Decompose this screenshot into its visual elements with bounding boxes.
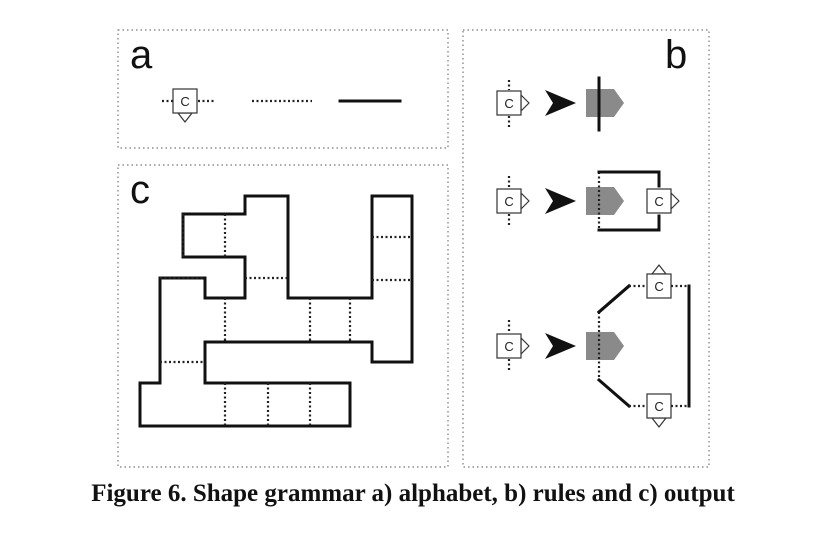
rule-3-arrow bbox=[545, 333, 576, 359]
panel-b-border bbox=[462, 29, 710, 468]
panel-b-label: b bbox=[665, 33, 687, 77]
figure-caption: Figure 6. Shape grammar a) alphabet, b) … bbox=[91, 480, 735, 507]
panel-a-label: a bbox=[130, 33, 153, 77]
panel-c-label: c bbox=[130, 168, 150, 212]
rule-1 bbox=[496, 76, 624, 132]
output-shape bbox=[138, 194, 414, 428]
rule-3 bbox=[496, 264, 691, 428]
alphabet-symbol bbox=[162, 88, 216, 123]
rule-2-arrow bbox=[545, 188, 576, 214]
panel-c-border bbox=[117, 164, 449, 468]
panel-a-border bbox=[117, 29, 449, 149]
rule-1-arrow bbox=[545, 90, 576, 116]
rule-2 bbox=[496, 170, 680, 232]
